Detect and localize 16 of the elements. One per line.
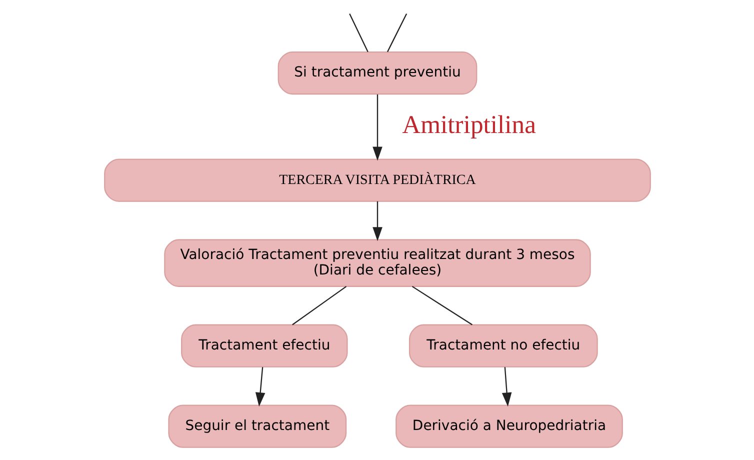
node-box: Valoració Tractament preventiu realitzat durant 3 mesos (Diari de cefalees) — [164, 239, 590, 287]
node-box: Seguir el tractament — [168, 404, 346, 448]
arrow — [501, 367, 512, 407]
arrow — [372, 201, 382, 242]
connector — [411, 286, 472, 326]
node-box: Derivació a Neuropedriatria — [395, 404, 622, 448]
node-box: TERCERA VISITA PEDIÀTRICA — [104, 158, 650, 202]
connector — [348, 13, 368, 52]
arrow — [254, 367, 265, 407]
connector — [292, 286, 346, 326]
connector — [386, 13, 407, 52]
node-box: Tractament no efectiu — [408, 324, 598, 368]
arrow — [372, 94, 382, 161]
node-box: Tractament efectiu — [180, 324, 348, 368]
edge-label: Amitriptilina — [402, 110, 536, 140]
node-box: Si tractament preventiu — [277, 51, 477, 95]
